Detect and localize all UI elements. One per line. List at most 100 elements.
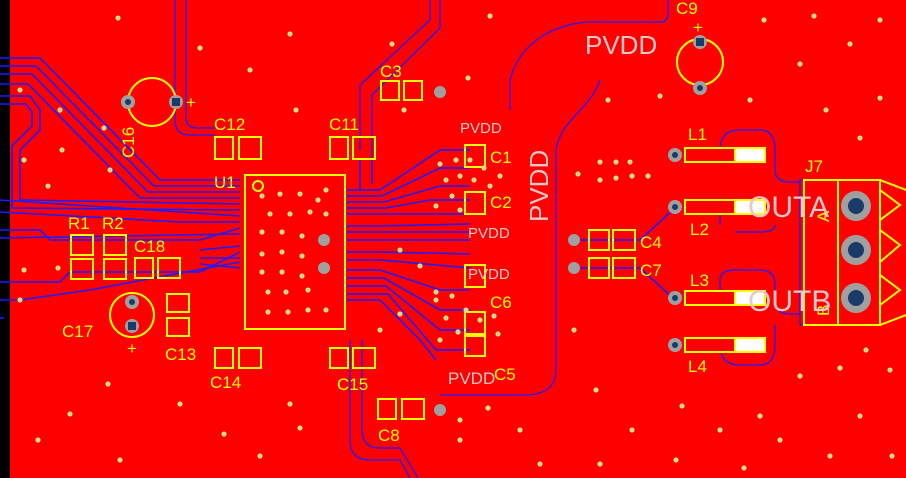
via: [597, 159, 603, 165]
label-c13: C13: [165, 345, 196, 364]
via: [59, 147, 65, 153]
via: [259, 193, 265, 199]
via: [117, 457, 123, 463]
via: [57, 107, 63, 113]
net-label-outb: OUTB: [748, 285, 831, 318]
via: [497, 173, 503, 179]
via: [221, 431, 227, 437]
signal-traces-left: [0, 57, 241, 319]
via: [777, 437, 783, 443]
smd-footprints: [70, 80, 636, 420]
via: [597, 177, 603, 183]
via: [747, 97, 753, 103]
via: [397, 311, 403, 317]
label-c14: C14: [210, 373, 241, 392]
label-c6: C6: [490, 293, 512, 312]
via: [593, 387, 599, 393]
net-label-pvdd-c2: PVDD: [468, 225, 510, 242]
via: [389, 41, 395, 47]
via: [307, 209, 313, 215]
via: [105, 381, 111, 387]
via: [287, 211, 293, 217]
via: [757, 413, 763, 419]
via: [575, 171, 581, 177]
via: [417, 263, 423, 269]
via: [827, 453, 833, 459]
via: [433, 203, 439, 209]
via: [323, 187, 329, 193]
via: [247, 67, 253, 73]
label-u1: U1: [214, 173, 236, 192]
via: [477, 317, 483, 323]
label-c18: C18: [134, 237, 165, 256]
via: [283, 289, 289, 295]
via: [259, 269, 265, 275]
via: [449, 193, 455, 199]
via: [537, 461, 543, 467]
via: [629, 427, 635, 433]
via: [491, 313, 497, 319]
via: [267, 211, 273, 217]
c9-plus: +: [693, 18, 703, 37]
via-field: [17, 13, 895, 471]
board-edge: [0, 0, 10, 478]
via: [679, 403, 685, 409]
via: [613, 175, 619, 181]
via: [35, 437, 41, 443]
via: [21, 267, 27, 273]
label-c4: C4: [640, 233, 662, 252]
via: [197, 45, 203, 51]
net-label-pvdd-c1: PVDD: [460, 120, 502, 137]
via: [101, 125, 107, 131]
via: [889, 453, 895, 459]
via: [265, 289, 271, 295]
via: [21, 157, 27, 163]
via: [293, 107, 299, 113]
via: [277, 191, 283, 197]
via: [453, 157, 459, 163]
c17-plus: +: [127, 339, 137, 358]
net-label-pvdd-c5: PVDD: [448, 369, 495, 388]
j7-pin-b: B: [814, 305, 833, 316]
via: [673, 457, 679, 463]
via: [613, 159, 619, 165]
signal-traces-right: [345, 149, 676, 361]
via: [887, 367, 893, 373]
via: [457, 417, 463, 423]
via: [857, 413, 863, 419]
label-c7: C7: [640, 261, 662, 280]
via: [285, 309, 291, 315]
label-c17: C17: [62, 322, 93, 341]
j7-pin-a: A: [814, 210, 833, 222]
via: [717, 427, 723, 433]
via: [401, 107, 407, 113]
via: [485, 405, 491, 411]
via: [177, 401, 183, 407]
via: [857, 135, 863, 141]
via: [257, 453, 263, 459]
via: [437, 337, 443, 343]
via: [457, 207, 463, 213]
via: [67, 411, 73, 417]
via: [495, 331, 501, 337]
via: [741, 465, 747, 471]
label-l2: L2: [690, 220, 709, 239]
via: [299, 273, 305, 279]
via: [397, 247, 403, 253]
via: [377, 327, 383, 333]
via: [811, 13, 817, 19]
net-label-pvdd-c6: PVDD: [468, 266, 510, 283]
via: [761, 17, 767, 23]
via: [55, 265, 61, 271]
c17-outline: [109, 292, 155, 338]
via: [487, 183, 493, 189]
via: [481, 165, 487, 171]
label-r2: R2: [102, 214, 124, 233]
via: [115, 15, 121, 21]
via: [471, 177, 477, 183]
via: [797, 61, 803, 67]
label-c9: C9: [676, 0, 698, 18]
via: [487, 13, 493, 19]
via: [629, 173, 635, 179]
